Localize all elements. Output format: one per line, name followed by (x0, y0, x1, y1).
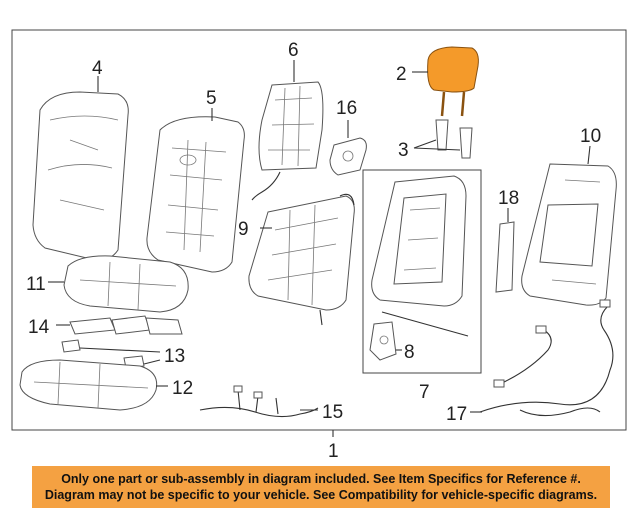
part-2-headrest[interactable] (412, 46, 479, 117)
assembly-outline (11, 29, 627, 431)
callout-13: 13 (164, 346, 185, 367)
callout-10: 10 (580, 126, 601, 147)
part-12-seat-pan[interactable] (19, 359, 168, 411)
part-6-lumbar-panel[interactable] (251, 60, 324, 201)
notice-line-2: Diagram may not be specific to your vehi… (44, 488, 598, 502)
callout-18: 18 (498, 188, 519, 209)
part-3-headrest-guides[interactable] (413, 119, 473, 159)
callout-11: 11 (26, 274, 46, 295)
part-10-back-panel[interactable] (521, 145, 617, 306)
callout-17: 17 (446, 404, 467, 425)
callout-6: 6 (288, 40, 299, 61)
part-17-main-wiring-harness[interactable] (470, 299, 614, 417)
callout-12: 12 (172, 378, 193, 399)
part-8-motor[interactable] (369, 321, 402, 361)
callout-9: 9 (238, 219, 249, 240)
callout-7: 7 (419, 382, 430, 403)
part-5-seat-back-cushion[interactable] (146, 108, 245, 273)
headrest-highlight (427, 46, 479, 93)
callout-16: 16 (336, 98, 357, 119)
part-7-group-box (362, 169, 482, 374)
callout-2: 2 (396, 64, 407, 85)
part-4-seat-back-cover[interactable] (32, 76, 129, 261)
callout-1: 1 (328, 441, 339, 462)
part-16-module[interactable] (329, 120, 367, 176)
callout-15: 15 (322, 402, 343, 423)
callout-5: 5 (206, 88, 217, 109)
callout-8: 8 (404, 342, 415, 363)
part-9-back-frame-mechanism[interactable] (248, 193, 355, 326)
part-18-trim-strip[interactable] (495, 208, 515, 293)
part-15-wiring-harness[interactable] (199, 385, 319, 418)
notice-banner: Only one part or sub-assembly in diagram… (32, 466, 610, 508)
part-11-seat-cushion[interactable] (48, 255, 189, 313)
part-7-seat-back-frame[interactable] (371, 175, 469, 337)
part-14-heater-pads[interactable] (56, 315, 183, 335)
notice-line-1: Only one part or sub-assembly in diagram… (61, 472, 581, 486)
callout-3: 3 (398, 140, 409, 161)
callout-4: 4 (92, 58, 103, 79)
callout-14: 14 (28, 317, 50, 338)
